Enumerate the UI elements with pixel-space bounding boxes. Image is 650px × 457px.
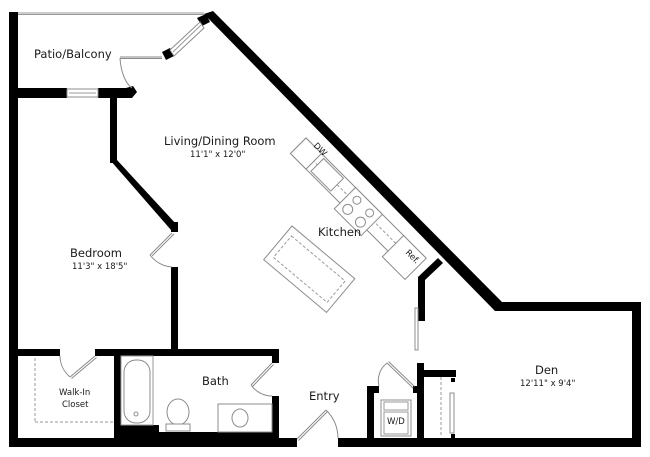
refrigerator <box>381 234 427 281</box>
room-dim-living: 11'1" x 12'0" <box>190 150 245 160</box>
room-label-bath: Bath <box>202 374 229 388</box>
laundry-closet <box>367 361 456 446</box>
closet-shelving <box>34 358 113 423</box>
range <box>333 186 384 237</box>
kitchen-island <box>263 225 356 314</box>
room-labels: Patio/Balcony Living/Dining Room 11'1" x… <box>34 47 575 427</box>
room-label-closet-line1: Walk-In <box>59 388 90 398</box>
room-dim-bedroom: 11'3" x 18'5" <box>72 262 127 272</box>
room-label-closet-line2: Closet <box>62 400 89 410</box>
patio-door <box>119 56 162 89</box>
room-label-bedroom: Bedroom <box>70 246 122 260</box>
room-label-den: Den <box>535 363 558 377</box>
washer-dryer <box>380 399 412 437</box>
dishwasher <box>289 137 323 170</box>
exterior-walls <box>9 11 641 447</box>
patio-left-wall <box>9 12 18 98</box>
den-top-wall <box>495 302 641 311</box>
bedroom-top-wall-right <box>98 88 128 98</box>
bottom-wall-right <box>338 438 641 447</box>
patio-slider-door <box>162 14 210 60</box>
room-label-living: Living/Dining Room <box>164 134 276 148</box>
kitchen-counter <box>289 137 427 281</box>
kitchen-den-partition <box>414 258 443 351</box>
left-exterior-wall <box>9 88 18 446</box>
den-right-wall <box>632 302 641 447</box>
bedroom-top-wall-left <box>9 88 67 98</box>
bath-door <box>250 362 274 397</box>
diagonal-exterior-wall <box>204 11 502 311</box>
vanity-sink <box>217 403 273 433</box>
room-label-kitchen: Kitchen <box>318 225 361 239</box>
interior-walls-south <box>9 349 279 446</box>
bedroom-window <box>66 88 99 98</box>
room-label-patio: Patio/Balcony <box>34 47 112 61</box>
den-closet <box>440 377 455 438</box>
sink <box>310 157 345 192</box>
appliance-label-wd: W/D <box>387 417 405 427</box>
door-jamb <box>126 86 137 98</box>
room-dim-den: 12'11" x 9'4" <box>520 379 575 389</box>
room-label-entry: Entry <box>309 389 340 403</box>
patio-balcony <box>9 12 204 98</box>
closet-door <box>59 355 97 379</box>
bathtub <box>120 355 154 426</box>
toilet <box>165 398 191 432</box>
entry-door[interactable] <box>296 409 339 441</box>
bedroom-door <box>149 232 175 268</box>
bedroom-partition <box>110 95 178 351</box>
